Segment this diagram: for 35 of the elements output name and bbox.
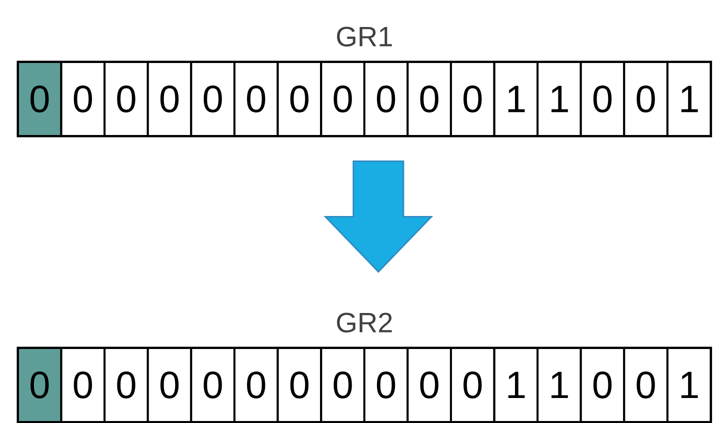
bit-cell: 1 (536, 346, 582, 423)
bit-cell: 0 (320, 346, 366, 423)
bit-cell: 0 (406, 61, 452, 137)
bit-cell: 1 (666, 346, 712, 423)
bit-cell: 0 (60, 61, 106, 137)
bit-cell: 1 (666, 61, 712, 137)
block-arrow (324, 160, 434, 273)
bit-cell: 0 (363, 61, 409, 137)
bit-cell: 0 (320, 61, 366, 137)
register-label: GR2 (337, 312, 392, 333)
bit-cell: 0 (406, 346, 452, 423)
bit-cell: 0 (363, 346, 409, 423)
bit-cell: 1 (536, 61, 582, 137)
bit-cell: 0 (190, 346, 236, 423)
bit-cell: 0 (580, 61, 626, 137)
bit-cell: 0 (276, 346, 322, 423)
register-label: GR1 (337, 26, 392, 47)
bit-cell: 0 (450, 346, 496, 423)
bit-cell: 1 (493, 346, 539, 423)
bit-cell: 0 (104, 61, 149, 137)
bit-cell: 0 (104, 346, 149, 423)
bit-cell: 0 (190, 61, 236, 137)
bit-cell: 0 (580, 346, 626, 423)
bit-cell: 0 (623, 61, 668, 137)
bit-cell: 0 (233, 61, 279, 137)
bit-cell: 0 (450, 61, 496, 137)
bit-cell: 1 (493, 61, 539, 137)
bit-cell: 0 (16, 61, 62, 137)
bit-cell: 0 (276, 61, 322, 137)
bit-cell: 0 (146, 346, 192, 423)
bit-cell: 0 (623, 346, 668, 423)
bit-cell: 0 (233, 346, 279, 423)
bit-cell: 0 (60, 346, 106, 423)
bit-cell: 0 (16, 346, 62, 423)
bit-cell: 0 (146, 61, 192, 137)
